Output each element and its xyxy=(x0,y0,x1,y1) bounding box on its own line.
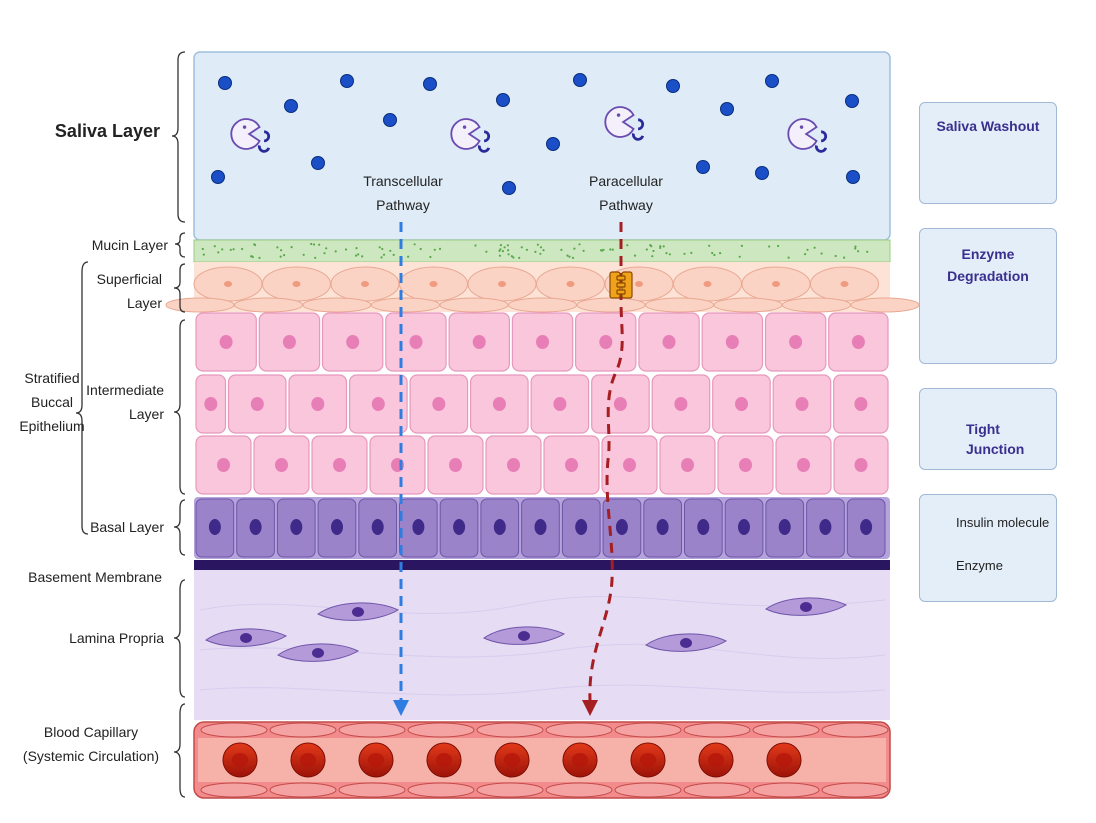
legend-enzyme-degradation xyxy=(919,228,1057,364)
blood-capillary xyxy=(193,721,891,799)
insulin-molecules xyxy=(211,73,860,195)
insulin-molecule xyxy=(211,170,225,184)
insulin-molecule xyxy=(284,99,298,113)
insulin-molecule xyxy=(496,93,510,107)
insulin-molecule xyxy=(696,160,710,174)
label-saliva-layer: Saliva Layer xyxy=(54,121,160,141)
insulin-molecule xyxy=(845,94,859,108)
legend-molecules xyxy=(919,494,1057,602)
label-transcellular-line2: Pathway xyxy=(376,197,430,213)
insulin-molecule xyxy=(383,113,397,127)
label-lamina-propria: Lamina Propria xyxy=(69,630,164,646)
label-superficial-line1: Superficial xyxy=(96,271,162,287)
insulin-molecule xyxy=(765,74,779,88)
transcellular-arrow xyxy=(393,222,409,716)
label-transcellular-line1: Transcellular xyxy=(363,173,443,189)
insulin-molecule xyxy=(846,170,860,184)
legend-tight-junction xyxy=(919,388,1057,470)
insulin-molecule xyxy=(755,166,769,180)
insulin-molecule xyxy=(311,156,325,170)
label-stratified-line2: Buccal xyxy=(30,394,74,410)
legend-saliva-washout xyxy=(919,102,1057,204)
label-paracellular-line1: Paracellular xyxy=(589,173,663,189)
legend-insulin-text: Insulin molecule xyxy=(956,515,1050,530)
insulin-molecule xyxy=(573,73,587,87)
fibroblasts xyxy=(205,597,848,662)
insulin-molecule xyxy=(502,181,516,195)
legend-enzyme-degradation-title2: Degradation xyxy=(947,268,1029,284)
label-superficial-line2: Layer xyxy=(126,295,162,311)
label-paracellular-line2: Pathway xyxy=(599,197,653,213)
legend-saliva-washout-title: Saliva Washout xyxy=(936,118,1040,134)
enzymes xyxy=(230,106,828,153)
insulin-molecule xyxy=(423,77,437,91)
label-intermediate-line1: Intermediate xyxy=(86,382,164,398)
label-mucin-layer: Mucin Layer xyxy=(91,237,168,253)
enzyme-icon xyxy=(787,118,828,153)
enzyme-icon xyxy=(450,118,491,153)
legend-tight-junction-title: Tight Junction xyxy=(966,421,1025,457)
label-stratified-line3: Epithelium xyxy=(19,418,85,434)
insulin-molecule xyxy=(720,102,734,116)
tight-junction-icon xyxy=(609,271,633,299)
label-intermediate-line2: Layer xyxy=(128,406,164,422)
label-basement-membrane: Basement Membrane xyxy=(28,569,162,585)
saliva-layer xyxy=(193,51,891,241)
basal-cells xyxy=(195,498,886,558)
intermediate-layer xyxy=(195,312,889,495)
legend-enzyme-text: Enzyme xyxy=(956,558,1003,573)
enzyme-icon xyxy=(604,106,645,141)
mucin-dots xyxy=(201,242,869,259)
insulin-molecule xyxy=(340,74,354,88)
legend-enzyme-degradation-title1: Enzyme xyxy=(961,246,1015,262)
lamina-propria xyxy=(194,570,890,720)
mucin-layer xyxy=(193,239,891,263)
basement-membrane xyxy=(194,560,890,570)
insulin-molecule xyxy=(218,76,232,90)
paracellular-arrow xyxy=(582,222,624,716)
label-stratified-line1: Stratified xyxy=(24,370,80,386)
superficial-cells xyxy=(165,266,920,313)
label-capillary-line2: (Systemic Circulation) xyxy=(22,748,160,764)
insulin-molecule xyxy=(666,79,680,93)
left-braces xyxy=(75,51,186,798)
insulin-molecule xyxy=(546,137,560,151)
enzyme-icon xyxy=(230,118,271,153)
label-basal-layer: Basal Layer xyxy=(90,519,164,535)
label-capillary-line1: Blood Capillary xyxy=(43,724,139,740)
